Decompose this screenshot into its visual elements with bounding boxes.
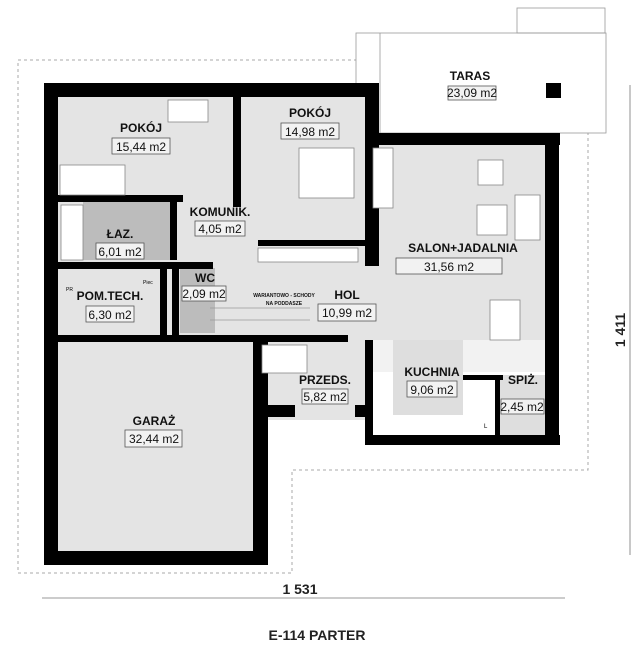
svg-text:32,44 m2: 32,44 m2 [129,432,179,446]
svg-text:KOMUNIK.: KOMUNIK. [190,205,251,219]
svg-text:4,05 m2: 4,05 m2 [198,222,242,236]
svg-text:POKÓJ: POKÓJ [120,120,162,135]
room-lazienka: ŁAZ. 6,01 m2 [95,227,145,260]
room-wc: WC 2,09 m2 [181,271,227,302]
svg-text:SPIŻ.: SPIŻ. [508,372,538,387]
height-dimension: 1 411 [612,85,631,555]
svg-text:1 411: 1 411 [612,313,628,347]
svg-text:5,82 m2: 5,82 m2 [303,390,347,404]
terrace [355,32,607,134]
furnace-label: Piec [143,280,153,286]
stairs-note: WARIANTOWO - SCHODY NA PODDASZE [253,293,315,307]
roof-outline [17,59,589,574]
furniture [59,99,541,374]
svg-text:HOL: HOL [334,288,359,302]
svg-text:POM.TECH.: POM.TECH. [77,289,144,303]
svg-text:1 531: 1 531 [282,581,317,597]
svg-text:ŁAZ.: ŁAZ. [107,227,134,241]
plan-title: E-114 PARTER [269,627,366,643]
fridge-label: L [484,424,488,430]
room-pokoj-1: POKÓJ 15,44 m2 [111,120,171,155]
svg-text:6,30 m2: 6,30 m2 [88,308,132,322]
svg-text:10,99 m2: 10,99 m2 [322,306,372,320]
room-garaz: GARAŻ 32,44 m2 [124,413,183,448]
svg-text:14,98 m2: 14,98 m2 [285,125,335,139]
svg-text:GARAŻ: GARAŻ [133,413,176,428]
room-kuchnia: KUCHNIA 9,06 m2 [404,365,460,398]
svg-text:9,06 m2: 9,06 m2 [410,383,454,397]
svg-text:POKÓJ: POKÓJ [289,105,331,120]
svg-text:2,09 m2: 2,09 m2 [182,287,226,301]
room-pom-tech: POM.TECH. 6,30 m2 [77,289,144,323]
room-spizarnia: SPIŻ. 2,45 m2 [500,372,545,415]
svg-text:PRZEDS.: PRZEDS. [299,373,351,387]
room-salon-jadalnia: SALON+JADALNIA 31,56 m2 [395,241,518,275]
svg-text:KUCHNIA: KUCHNIA [404,365,460,379]
room-przedsionek: PRZEDS. 5,82 m2 [299,373,351,405]
svg-text:TARAS: TARAS [450,69,490,83]
room-komunikacja: KOMUNIK. 4,05 m2 [190,205,251,237]
svg-text:WARIANTOWO - SCHODY: WARIANTOWO - SCHODY [253,293,315,299]
room-taras: TARAS 23,09 m2 [447,69,497,101]
terrace-column [546,83,561,98]
svg-text:6,01 m2: 6,01 m2 [98,245,142,259]
svg-text:15,44 m2: 15,44 m2 [116,140,166,154]
svg-text:31,56 m2: 31,56 m2 [424,260,474,274]
boiler-label: PR [66,287,73,293]
width-dimension: 1 531 [42,581,565,599]
room-hol: HOL 10,99 m2 [317,288,377,322]
walls [44,83,560,565]
svg-text:2,45 m2: 2,45 m2 [500,400,544,414]
svg-text:SALON+JADALNIA: SALON+JADALNIA [408,241,518,255]
svg-text:NA PODDASZE: NA PODDASZE [266,301,303,307]
svg-text:23,09 m2: 23,09 m2 [447,86,497,100]
svg-text:WC: WC [195,271,215,285]
room-pokoj-2: POKÓJ 14,98 m2 [280,105,340,140]
